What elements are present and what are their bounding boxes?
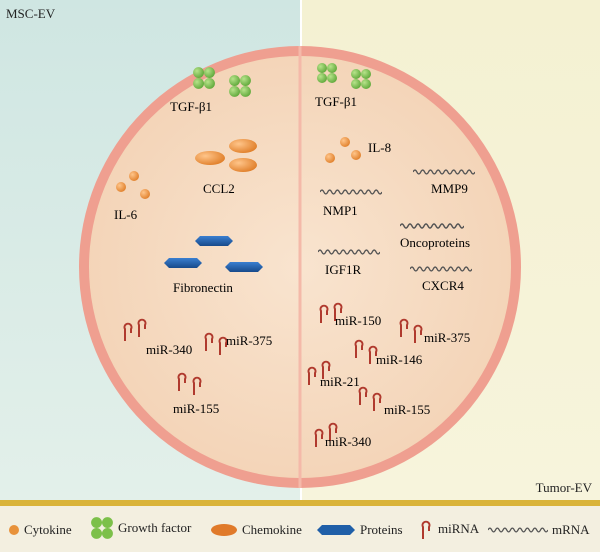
legend-label-mirna: miRNA — [438, 521, 480, 536]
legend-item-cytokine: Cytokine — [8, 522, 72, 538]
legend-label-growth-factor: Growth factor — [118, 520, 192, 535]
mir146-label: miR-146 — [376, 352, 423, 367]
mir340-right-label: miR-340 — [325, 434, 371, 449]
il6-icons — [116, 171, 150, 199]
il6-label: IL-6 — [114, 207, 138, 222]
mir375-left-label: miR-375 — [226, 333, 272, 348]
proteins-icon — [317, 525, 355, 535]
growth-factor-icon — [91, 517, 113, 539]
tumor-ev-label: Tumor-EV — [535, 480, 592, 495]
ccl2-label: CCL2 — [203, 181, 235, 196]
il8-label: IL-8 — [368, 140, 391, 155]
legend-item-mrna: mRNA — [488, 522, 590, 538]
fibronectin-label: Fibronectin — [173, 280, 233, 295]
mmp9-label: MMP9 — [431, 181, 468, 196]
mir340-left-label: miR-340 — [146, 342, 192, 357]
cxcr4-label: CXCR4 — [422, 278, 464, 293]
mrna-icon — [488, 527, 548, 533]
legend-item-growth-factor: Growth factor — [90, 516, 191, 540]
mirna-icon — [421, 520, 431, 539]
vesicle-diagram: TGF-β1 CCL2 IL-6 Fibronectin miR-340 miR… — [79, 46, 521, 488]
mir155-left-label: miR-155 — [173, 401, 219, 416]
nmp1-label: NMP1 — [323, 203, 358, 218]
chemokine-icon — [211, 524, 237, 536]
legend-item-chemokine: Chemokine — [210, 522, 302, 538]
mir21-label: miR-21 — [320, 374, 360, 389]
mir150-label: miR-150 — [335, 313, 381, 328]
tgf-beta1-left-label: TGF-β1 — [170, 99, 212, 114]
msc-ev-label: MSC-EV — [6, 6, 56, 21]
legend-item-proteins: Proteins — [316, 522, 403, 538]
legend: Cytokine Growth factor Chemokine Protein… — [0, 506, 600, 552]
legend-divider-bar — [0, 500, 600, 506]
mir375-right-label: miR-375 — [424, 330, 470, 345]
ccl2-icons — [195, 139, 257, 172]
mir155-right-label: miR-155 — [384, 402, 430, 417]
legend-label-cytokine: Cytokine — [24, 522, 72, 537]
legend-item-mirna: miRNA — [418, 518, 479, 540]
tgf-beta1-right-label: TGF-β1 — [315, 94, 357, 109]
fibronectin-icons — [164, 236, 263, 272]
legend-label-chemokine: Chemokine — [242, 522, 302, 537]
legend-label-mrna: mRNA — [552, 522, 590, 537]
legend-label-proteins: Proteins — [360, 522, 403, 537]
cytokine-icon — [9, 525, 19, 535]
igf1r-label: IGF1R — [325, 262, 361, 277]
il8-icons — [325, 137, 361, 163]
oncoproteins-label: Oncoproteins — [400, 235, 470, 250]
